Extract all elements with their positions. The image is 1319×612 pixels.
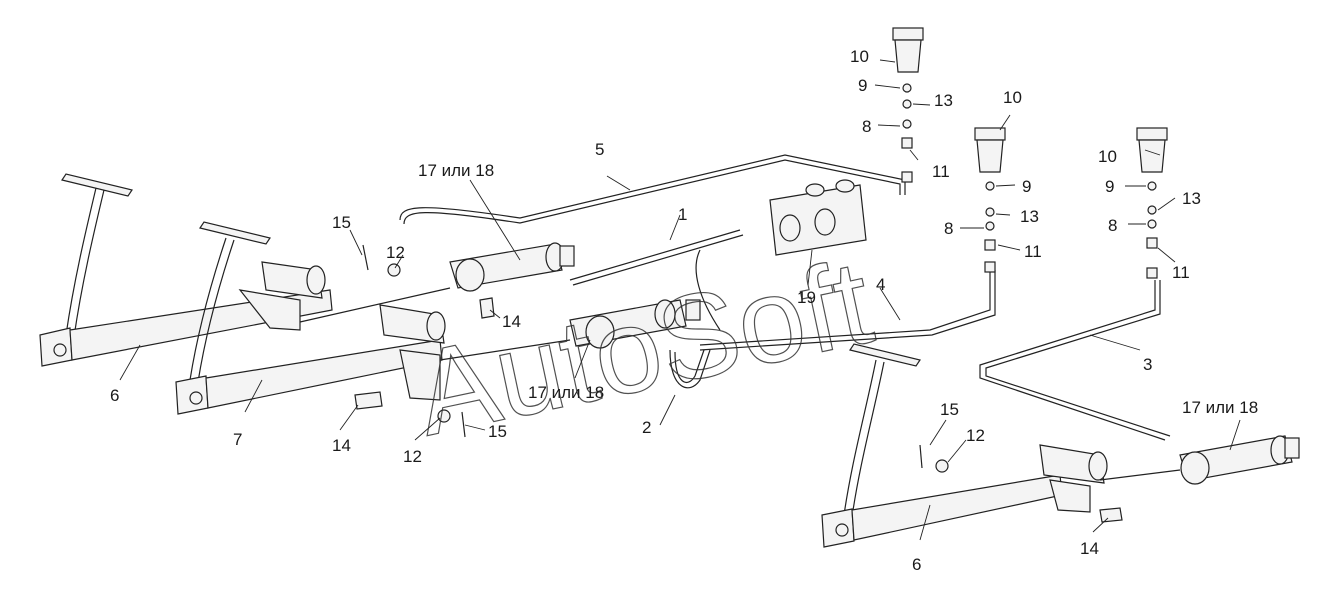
label-11-a: 11: [932, 162, 950, 181]
label-1: 1: [678, 205, 687, 224]
label-19: 19: [797, 288, 816, 307]
label-2: 2: [642, 418, 651, 437]
label-8-a: 8: [862, 117, 871, 136]
pivot-bracket-lower: [379, 304, 446, 401]
label-14-c: 14: [1080, 539, 1099, 558]
label-13-c: 13: [1182, 189, 1201, 208]
pipe-2: [669, 349, 711, 389]
label-17-18-a: 17 или 18: [418, 161, 494, 180]
pipe-1: [569, 229, 744, 286]
label-9-b: 9: [1022, 177, 1031, 196]
valve-block-19: [769, 179, 867, 256]
master-cylinder-lower-left: [439, 299, 701, 361]
label-17-18-c: 17 или 18: [1182, 398, 1258, 417]
label-12-c: 12: [966, 426, 985, 445]
label-13-b: 13: [1020, 207, 1039, 226]
reservoir-10-b: [974, 127, 1006, 273]
label-11-c: 11: [1172, 263, 1190, 282]
pipe-3: [979, 280, 1171, 441]
master-cylinder-upper-left: [299, 242, 575, 323]
label-10-b: 10: [1003, 88, 1022, 107]
label-15-c: 15: [940, 400, 959, 419]
leader-lines: [119, 59, 1241, 541]
label-4: 4: [876, 275, 885, 294]
pivot-bracket-upper: [238, 261, 326, 331]
label-9-c: 9: [1105, 177, 1114, 196]
label-6-b: 6: [912, 555, 921, 574]
small-hardware: [354, 244, 1123, 523]
label-12-b: 12: [403, 447, 422, 466]
label-3: 3: [1143, 355, 1152, 374]
label-6-a: 6: [110, 386, 119, 405]
label-13-a: 13: [934, 91, 953, 110]
label-14-a: 14: [502, 312, 521, 331]
label-5: 5: [595, 140, 604, 159]
label-17-18-b: 17 или 18: [528, 383, 604, 402]
label-12-a: 12: [386, 243, 405, 262]
reservoir-10-c: [1136, 127, 1168, 279]
part-labels: 5 1 19 4 3 2 17 или 18 17 или 18 17 или …: [110, 47, 1258, 574]
pedal-6-right: [821, 343, 1108, 548]
reservoir-10-a: [892, 27, 924, 183]
label-9-a: 9: [858, 76, 867, 95]
label-7: 7: [233, 430, 242, 449]
pipe-5: [399, 154, 906, 225]
label-10-c: 10: [1098, 147, 1117, 166]
label-14-b: 14: [332, 436, 351, 455]
label-11-b: 11: [1024, 242, 1042, 261]
label-15-a: 15: [332, 213, 351, 232]
master-cylinder-right: [1099, 435, 1300, 485]
label-15-b: 15: [488, 422, 507, 441]
pedal-7: [175, 221, 443, 415]
label-10-a: 10: [850, 47, 869, 66]
label-8-b: 8: [944, 219, 953, 238]
label-8-c: 8: [1108, 216, 1117, 235]
pipe-4: [695, 249, 996, 351]
